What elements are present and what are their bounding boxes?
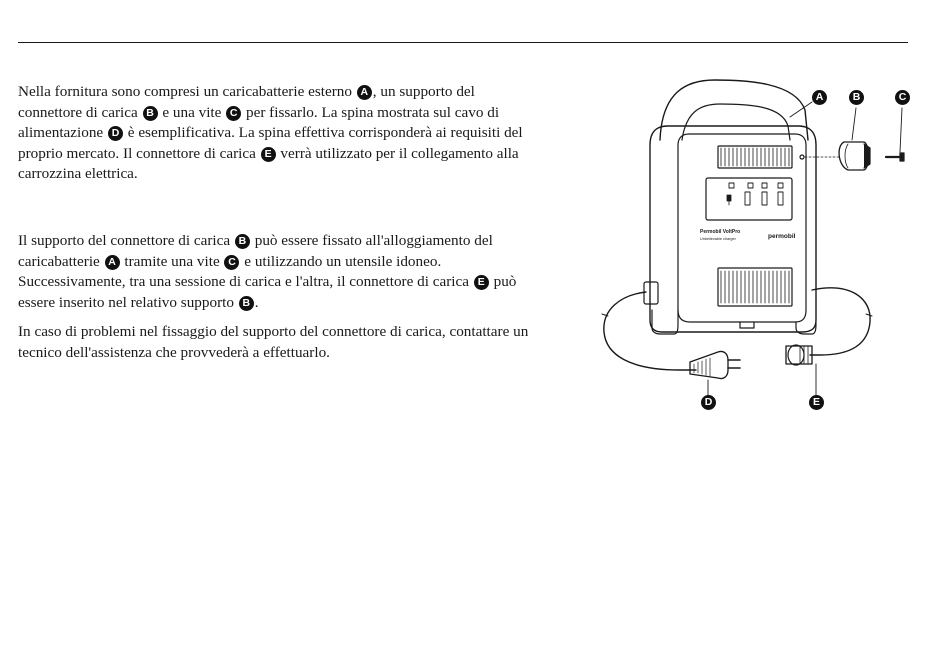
cable-tick — [601, 313, 609, 317]
charger-body-shell — [649, 125, 817, 333]
indicator-leds — [728, 182, 784, 206]
text-span: . — [254, 293, 259, 311]
callout-badge-b: B — [142, 105, 158, 121]
charger-handle — [659, 79, 809, 141]
top-vent — [717, 145, 793, 169]
callout-badge-e: E — [260, 146, 276, 162]
mains-plug — [689, 350, 741, 380]
mounting-hole — [799, 154, 805, 160]
paragraph-delivery-contents: Nella fornitura sono compresi un caricab… — [18, 82, 533, 185]
callout-badge-d: D — [107, 126, 123, 142]
text-span: verrà utilizzato per il collegamento all… — [18, 144, 519, 183]
text-span: può essere fissato all'alloggiamento del… — [18, 231, 493, 270]
indicator-panel — [705, 177, 793, 221]
text-span: e utilizzando un utensile idoneo. Succes… — [18, 252, 473, 291]
brand-logo: permobil — [768, 233, 796, 240]
figure-callout-b: B — [849, 90, 864, 105]
callout-leader-c — [899, 107, 903, 153]
charger-front-panel — [677, 133, 807, 323]
callout-badge-a: A — [104, 254, 120, 270]
charger-illustration: Permobil VoltPro Unbelievable charger pe… — [590, 70, 920, 420]
text-column: Nella fornitura sono compresi un caricab… — [18, 82, 533, 364]
text-span: In caso di problemi nel fissaggio del su… — [18, 323, 529, 361]
figure-callout-c: C — [895, 90, 910, 105]
callout-badge-a: A — [356, 85, 372, 100]
paragraph-holder-mounting: Il supporto del connettore di carica B p… — [18, 231, 533, 313]
text-span: Nella fornitura sono compresi un caricab… — [18, 83, 356, 100]
screw — [884, 152, 905, 162]
callout-badge-e: E — [473, 275, 489, 291]
callout-badge-c: C — [224, 254, 240, 270]
device-label: Permobil VoltPro — [700, 229, 740, 235]
plug-symbol — [726, 194, 732, 206]
text-span: può essere inserito nel relativo support… — [18, 273, 517, 311]
charging-cable — [809, 287, 871, 356]
connector-holder — [838, 141, 871, 171]
bottom-vent — [717, 267, 793, 307]
charger-drawing: Permobil VoltPro Unbelievable charger pe… — [601, 79, 905, 396]
figure-callout-a: A — [812, 90, 827, 105]
bottom-vent-slats — [720, 270, 790, 304]
figure-callout-d: D — [701, 395, 716, 410]
text-span: per fissarlo. La spina mostrata sul cavo… — [18, 103, 500, 142]
text-span: , un supporto del connettore di carica — [18, 83, 475, 121]
charger-handle-inner — [681, 103, 791, 141]
foot-left — [651, 309, 679, 335]
callout-badge-c: C — [226, 105, 242, 121]
charging-connector — [785, 344, 813, 366]
text-span: Il supporto del connettore di carica — [18, 231, 234, 249]
text-span: tramite una vite — [120, 252, 224, 270]
text-span: e una vite — [158, 103, 226, 121]
callout-badge-b: B — [238, 295, 254, 311]
device-sublabel: Unbelievable charger — [700, 237, 737, 241]
top-vent-slats — [720, 147, 790, 167]
cable-strain-relief — [643, 281, 659, 305]
foot-center — [739, 321, 755, 329]
callout-leader-b — [851, 107, 857, 141]
paragraph-service-contact: In caso di problemi nel fissaggio del su… — [18, 322, 533, 363]
figure-callout-e: E — [809, 395, 824, 410]
power-cable — [603, 291, 697, 371]
callout-badge-b: B — [234, 233, 250, 249]
header-rule — [18, 42, 908, 43]
callout-leader-a — [789, 101, 813, 118]
foot-right — [795, 321, 817, 335]
cable-tick — [865, 313, 873, 317]
text-span: è esemplificativa. La spina effettiva co… — [18, 124, 523, 162]
